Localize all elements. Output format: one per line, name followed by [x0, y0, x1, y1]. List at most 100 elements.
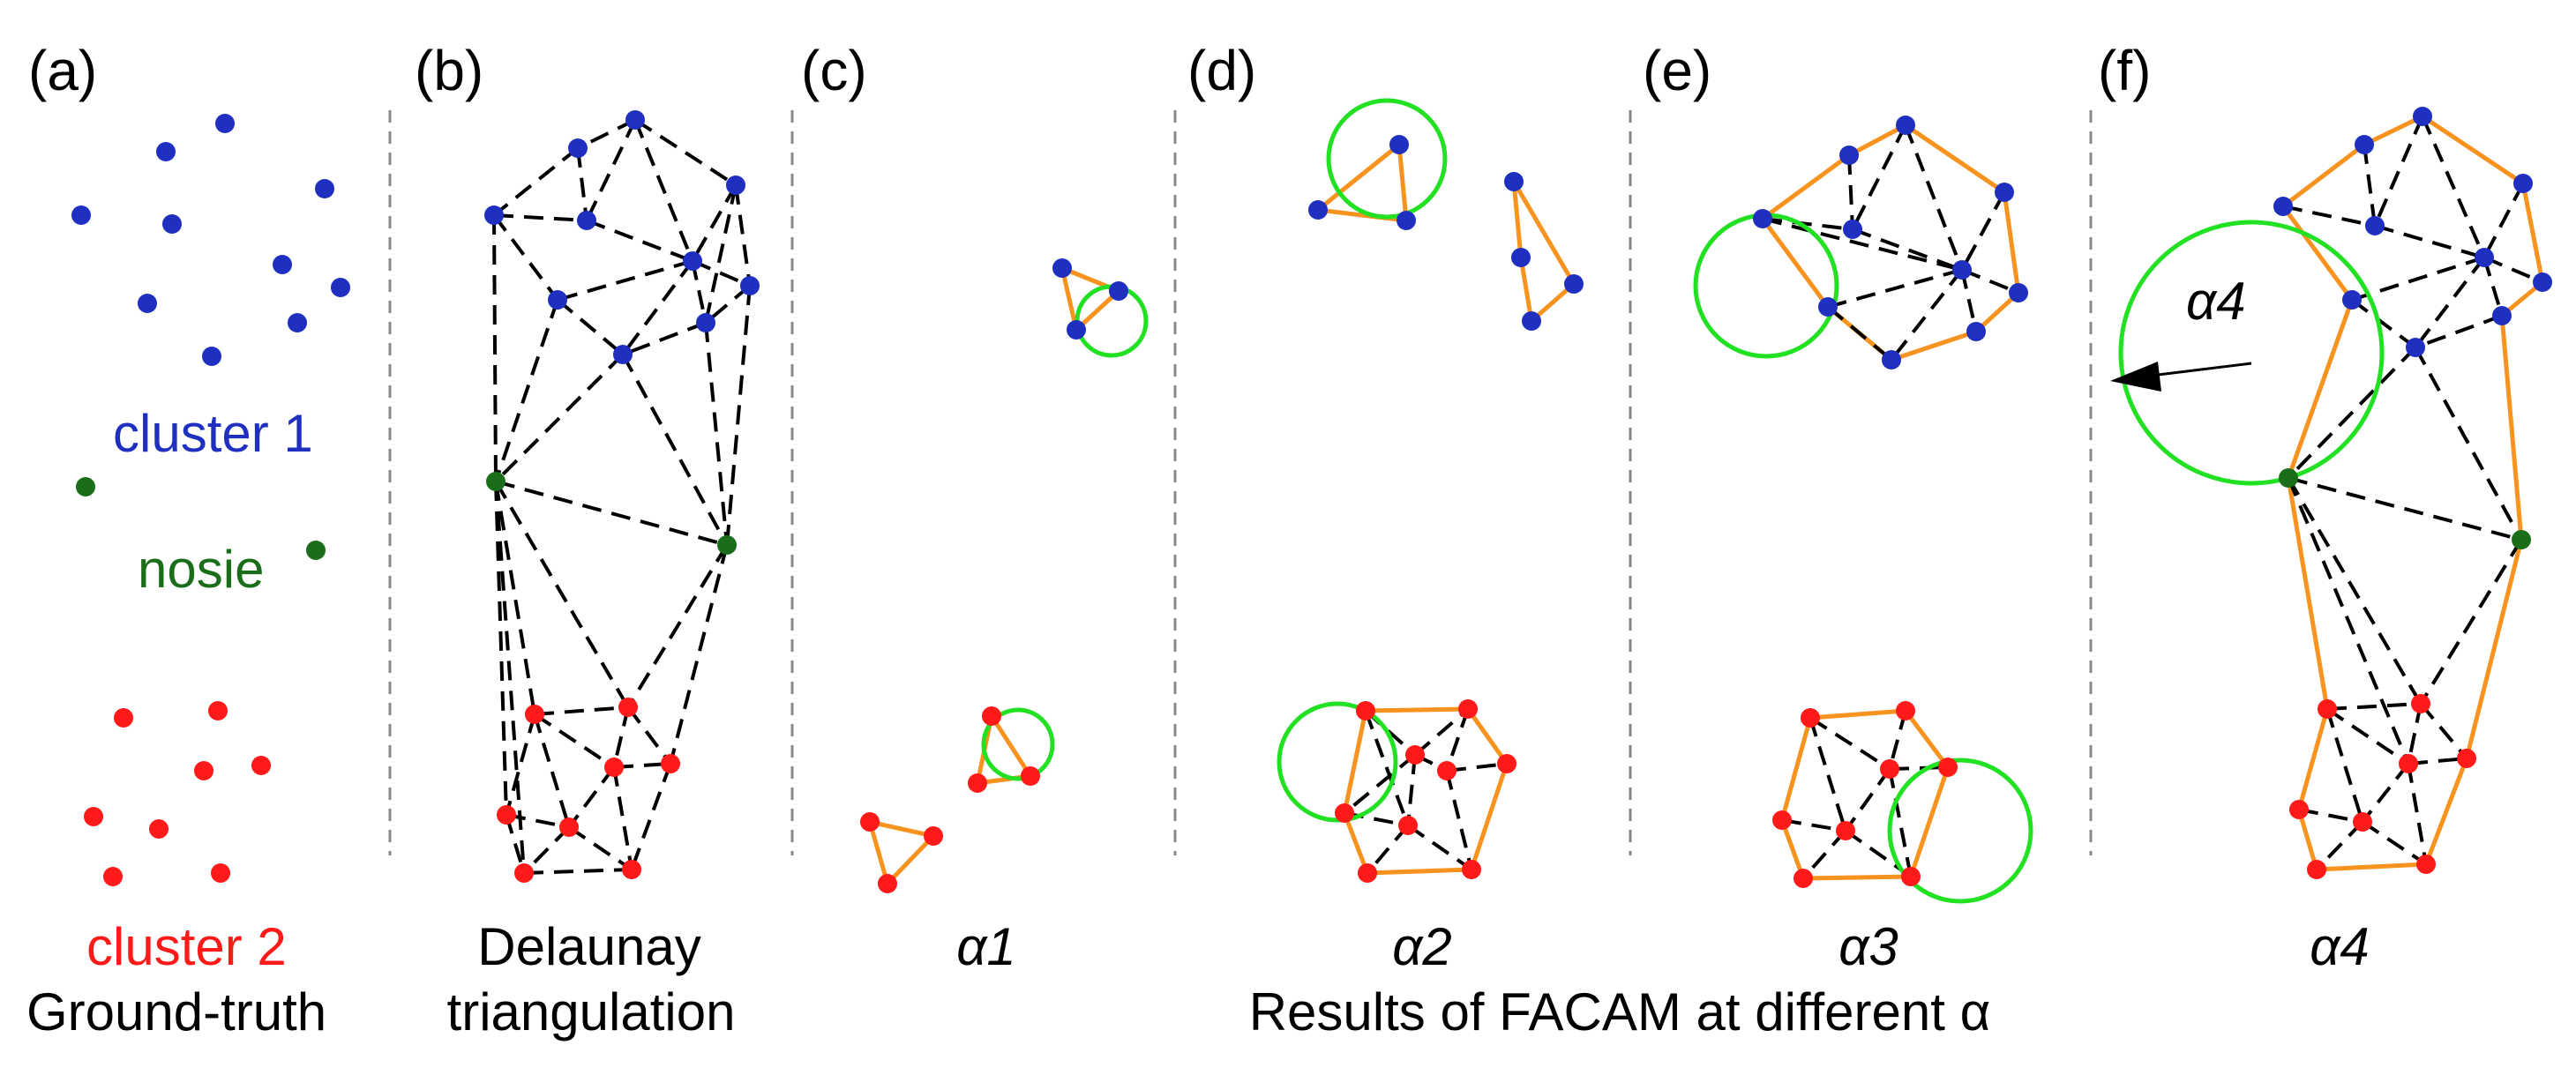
f-boundary-edge-6: [2286, 299, 2355, 479]
e-inner-edge-18: [1801, 829, 1847, 880]
d-boundary-edge-10: [1367, 867, 1472, 876]
b-delaunay-edge-0: [577, 118, 636, 150]
b-delaunay-edge-6: [493, 213, 588, 222]
c-point-r4: [860, 812, 880, 832]
b-delaunay-edge-9: [734, 184, 752, 287]
e-boundary-edge-12: [1779, 819, 1806, 879]
e-point-r6: [1836, 821, 1855, 840]
panel-label-a: (a): [28, 39, 98, 102]
f-boundary-edge-7: [2286, 477, 2330, 710]
c-point-r2: [1021, 766, 1040, 786]
e-point-b8: [1818, 297, 1838, 317]
b-point-r2: [618, 698, 638, 717]
a-cluster1-point-5: [273, 255, 292, 274]
e-point-b1: [1896, 116, 1915, 135]
b-point-b9: [696, 313, 715, 332]
c-point-r6: [878, 874, 897, 893]
d-cluster1a-point-0: [1389, 135, 1409, 154]
a-cluster2-point-3: [251, 756, 271, 775]
d-alpha-circle-1: [1326, 98, 1448, 220]
b-delaunay-edge-14: [691, 260, 708, 324]
d-inner-edge-5: [1406, 754, 1417, 826]
b-delaunay-edge-41: [630, 763, 672, 870]
f-inner-edge-7: [2482, 257, 2504, 317]
f-inner-edge-19: [2325, 707, 2410, 765]
e-inner-edge-2: [1847, 154, 1854, 230]
c-point-r1: [982, 706, 1001, 726]
d-boundary-edge-4: [1518, 257, 1534, 322]
f-point-r8: [2416, 855, 2436, 874]
f-inner-edge-4: [2374, 224, 2485, 259]
f-inner-edge-11: [2415, 314, 2503, 349]
f-point-g1: [2279, 468, 2298, 488]
e-inner-edge-12: [1808, 716, 1891, 771]
b-delaunay-edge-16: [556, 298, 625, 356]
f-inner-edge-22: [2408, 757, 2467, 765]
e-inner-edge-10: [1826, 305, 1893, 362]
b-point-b2: [568, 138, 588, 158]
d-inner-edge-7: [1366, 824, 1410, 875]
b-point-b8: [548, 290, 567, 310]
b-point-b10: [613, 345, 633, 364]
b-delaunay-edge-45: [567, 825, 633, 871]
a-noise-point-1: [306, 541, 326, 560]
e-inner-edge-3: [1762, 217, 1853, 231]
b-delaunay-edge-29: [494, 480, 630, 709]
f-point-r7: [2307, 860, 2326, 879]
d-boundary-edge-1: [1397, 144, 1409, 221]
c-point-b1: [1052, 258, 1072, 278]
d-cluster1a-point-1: [1308, 200, 1328, 220]
b-point-r1: [525, 705, 544, 724]
f-boundary-edge-0: [2363, 114, 2424, 147]
f-point-r5: [2289, 800, 2309, 819]
f-boundary-edge-11: [2423, 758, 2469, 865]
panel-label-c: (c): [801, 39, 867, 102]
e-boundary-edge-2: [1760, 217, 1831, 309]
a-cluster1-point-7: [138, 294, 157, 313]
e-inner-edge-5: [1960, 191, 2006, 271]
e-point-b10: [1882, 350, 1901, 370]
a-cluster1-point-8: [288, 313, 307, 332]
a-cluster1-point-9: [202, 347, 221, 366]
e-inner-edge-9: [1890, 268, 1964, 362]
b-delaunay-edge-24: [495, 480, 728, 547]
f-boundary-edge-13: [2499, 315, 2524, 541]
e-inner-edge-15: [1844, 767, 1891, 832]
d-inner-edge-4: [1445, 708, 1470, 772]
c-boundary-edge-8: [867, 821, 890, 885]
b-point-g2: [717, 535, 737, 555]
e-point-b9: [1966, 322, 1986, 341]
e-point-r2: [1896, 701, 1915, 720]
b-delaunay-edge-4: [492, 146, 580, 217]
b-delaunay-edge-40: [612, 766, 633, 870]
b-point-b1: [625, 110, 645, 130]
e-point-b6: [1952, 260, 1972, 280]
e-point-r4: [1938, 758, 1958, 777]
f-point-b7: [2533, 272, 2552, 292]
f-boundary-edge-12: [2464, 539, 2524, 759]
b-delaunay-edge-26: [494, 481, 536, 715]
d-cluster2-point-c4: [1437, 761, 1456, 780]
b-delaunay-edge-23: [725, 285, 752, 546]
f-radius-arrow-shaft: [2150, 362, 2252, 377]
b-delaunay-edge-34: [505, 713, 536, 816]
e-inner-edge-20: [1888, 768, 1913, 877]
d-cluster1b-point-2: [1564, 274, 1584, 294]
e-inner-edge-6: [1961, 268, 2019, 295]
d-inner-edge-9: [1445, 770, 1473, 870]
d-cluster2-point-c6: [1335, 803, 1354, 823]
f-inner-edge-3: [2282, 205, 2376, 228]
b-delaunay-edge-35: [533, 713, 571, 828]
f-inner-edge-27: [2361, 820, 2428, 866]
d-cluster2-point-c9: [1462, 860, 1481, 879]
ground-truth-caption: Ground-truth: [26, 982, 327, 1041]
f-boundary-edge-8: [2296, 708, 2330, 810]
a-cluster1-point-4: [162, 214, 182, 234]
b-delaunay-edge-12: [692, 259, 751, 287]
f-point-r2: [2411, 694, 2430, 713]
c-boundary-edge-6: [869, 819, 934, 839]
e-boundary-edge-10: [1908, 766, 1951, 877]
a-cluster2-point-6: [103, 867, 123, 886]
